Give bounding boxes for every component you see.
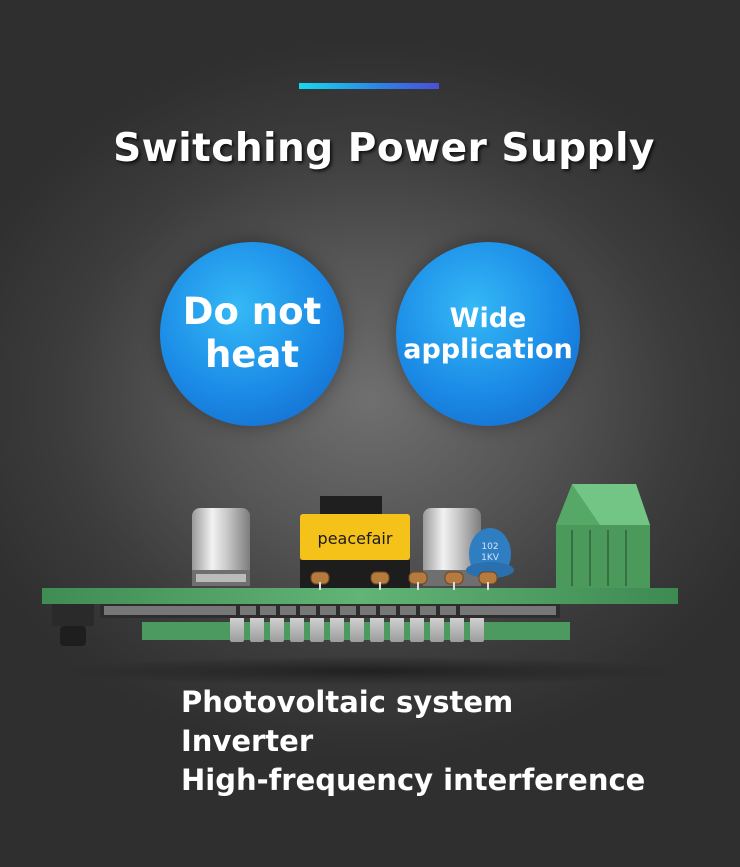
application-item: High-frequency interference [181, 763, 646, 797]
ceramic-capacitor: 102 1KV [466, 528, 514, 580]
component-leads [310, 571, 498, 585]
cap-marking: 1KV [481, 553, 500, 563]
badge-line: heat [204, 333, 300, 376]
cap-marking: 102 [481, 542, 498, 552]
application-item: Inverter [181, 724, 314, 758]
electrolytic-capacitor-left [192, 508, 250, 586]
badge-line: application [403, 334, 573, 365]
badge-wide-application: Wide application [396, 242, 580, 426]
standoff [52, 604, 94, 646]
pcb-graphic: peacefair 102 1KV [42, 484, 678, 646]
board-shadow [60, 656, 680, 686]
accent-bar [299, 83, 439, 89]
badge-do-not-heat: Do not heat [160, 242, 344, 426]
circuit-board-illustration: peacefair 102 1KV [0, 470, 740, 686]
main-pcb [42, 588, 678, 604]
application-item: Photovoltaic system [181, 685, 514, 719]
badge-line: Do not [182, 290, 322, 334]
brand-label: peacefair [318, 529, 393, 548]
badge-line: Wide [449, 302, 527, 334]
applications-list: Photovoltaic system Inverter High-freque… [181, 683, 645, 800]
page-title: Switching Power Supply [113, 126, 655, 171]
terminal-block [556, 484, 650, 588]
